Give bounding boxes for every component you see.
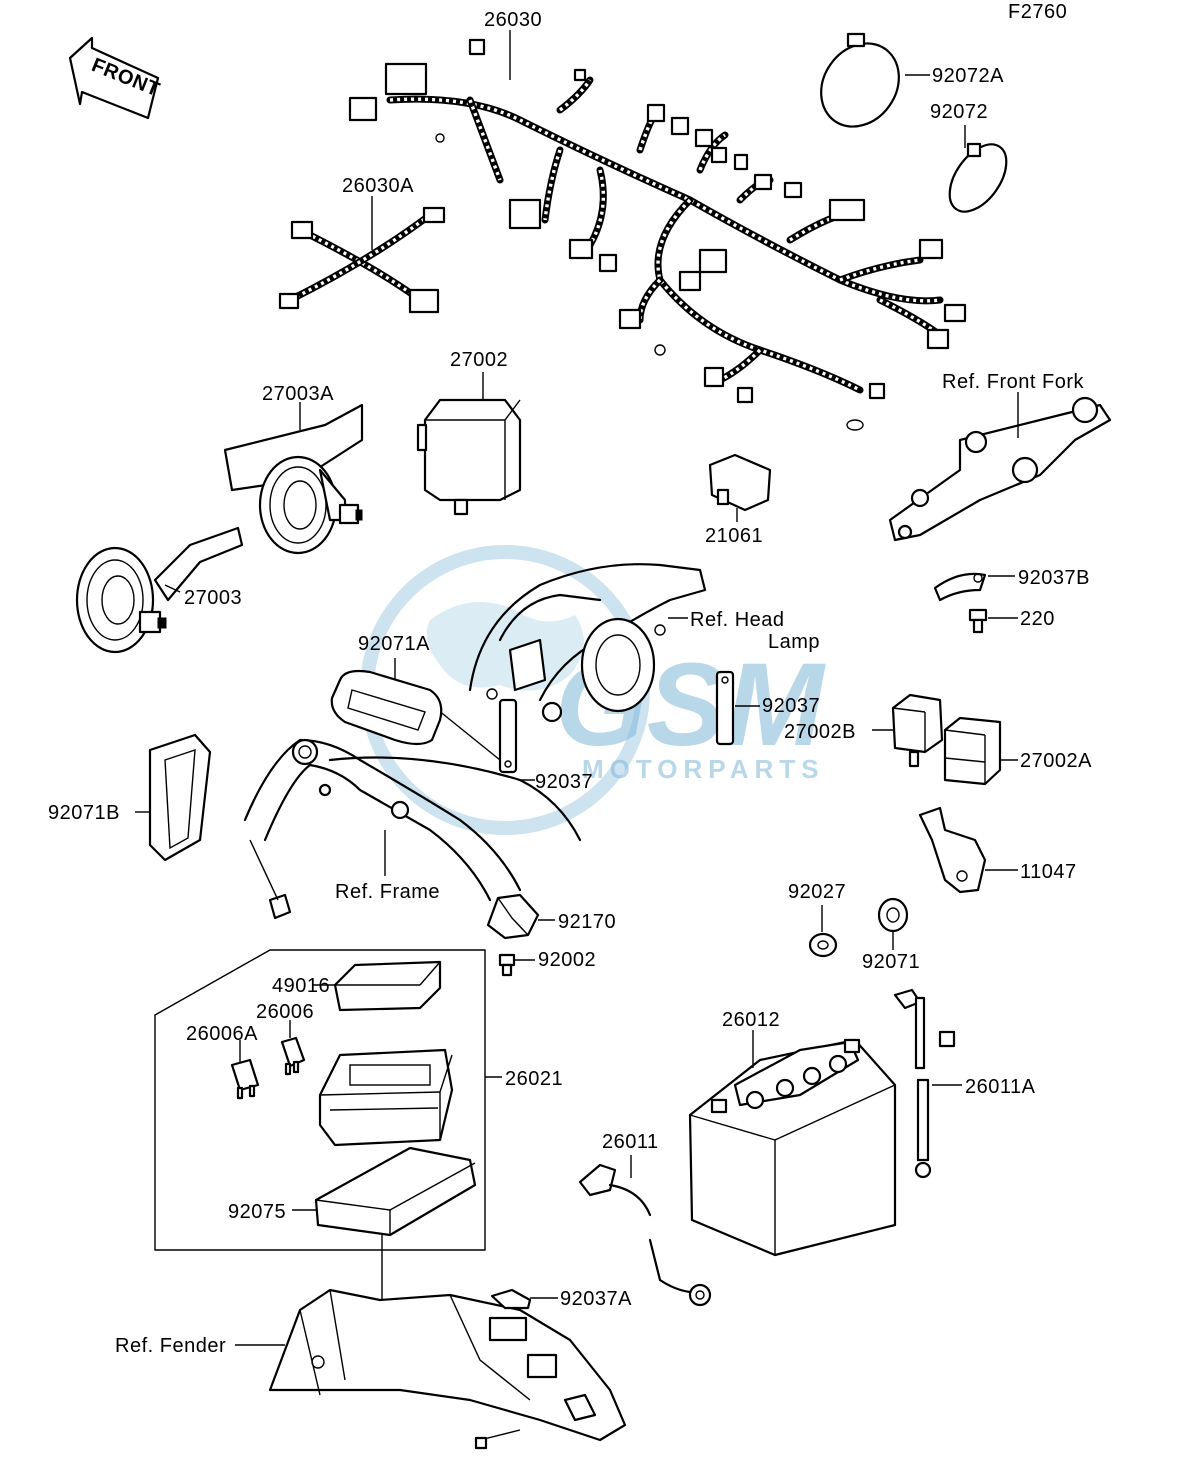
- label-92170: 92170: [558, 911, 616, 933]
- fuse-box-body: [318, 1048, 454, 1147]
- label-27002: 27002: [450, 349, 508, 371]
- ref-front-fork: Ref. Front Fork: [942, 371, 1084, 393]
- label-27003: 27003: [184, 587, 242, 609]
- front-arrow-icon: FRONT: [68, 36, 163, 120]
- relay-27002A: [943, 716, 1002, 786]
- bracket-92170: [486, 893, 540, 940]
- cable-26011: [578, 1163, 712, 1307]
- label-26030: 26030: [484, 9, 542, 31]
- cable-26011A: [893, 988, 956, 1179]
- label-92037-left: 92037: [535, 771, 593, 793]
- label-92071A: 92071A: [358, 633, 430, 655]
- cover-92071B: [148, 733, 212, 862]
- rear-fender: [268, 1288, 627, 1450]
- group-26021-outline: [154, 949, 486, 1251]
- label-26030A: 26030A: [342, 175, 414, 197]
- label-92037A: 92037A: [560, 1288, 632, 1310]
- label-92027: 92027: [788, 881, 846, 903]
- label-26006A: 26006A: [186, 1023, 258, 1045]
- diode-21061: [708, 453, 772, 512]
- ref-frame: Ref. Frame: [335, 881, 440, 903]
- label-27003A: 27003A: [262, 383, 334, 405]
- label-11047: 11047: [1020, 861, 1077, 883]
- fuse-26006: [280, 1036, 306, 1076]
- label-92071: 92071: [862, 951, 920, 973]
- main-harness: [348, 38, 967, 431]
- bolt-92002: [498, 953, 516, 977]
- ref-head-lamp-2: Lamp: [768, 631, 820, 653]
- relay-27002: [416, 398, 522, 516]
- bracket-11047: [918, 806, 987, 894]
- clamp-92037A: [490, 1288, 532, 1310]
- cover-92075: [314, 1146, 477, 1237]
- label-92072A: 92072A: [932, 65, 1004, 87]
- label-26012: 26012: [722, 1009, 780, 1031]
- label-26006: 26006: [256, 1001, 314, 1023]
- relay-27002B: [891, 693, 944, 768]
- grommet-92071: [877, 897, 909, 933]
- label-92037-right: 92037: [762, 695, 820, 717]
- band-92072A: [820, 32, 900, 128]
- frame: [243, 738, 582, 920]
- label-26011A: 26011A: [965, 1076, 1036, 1098]
- headlamp-housing: [468, 563, 707, 723]
- label-92072: 92072: [930, 101, 988, 123]
- front-arrow-label: FRONT: [88, 54, 162, 101]
- sub-harness: [278, 206, 446, 314]
- label-26021: 26021: [505, 1068, 563, 1090]
- grommet-92071A: [330, 669, 443, 746]
- label-92071B: 92071B: [48, 802, 120, 824]
- fuse-26006A: [230, 1058, 260, 1100]
- battery-26012: [688, 1038, 897, 1257]
- strap-92037-right: [715, 670, 735, 746]
- label-92037B: 92037B: [1018, 567, 1090, 589]
- horn-27003: [75, 526, 244, 654]
- clamp-92037B: [933, 572, 987, 602]
- label-49016: 49016: [272, 975, 330, 997]
- label-27002B: 27002B: [784, 721, 856, 743]
- label-220: 220: [1020, 608, 1055, 630]
- ref-head-lamp-1: Ref. Head: [690, 609, 785, 631]
- label-92002: 92002: [538, 949, 596, 971]
- bolt-220: [968, 608, 988, 634]
- band-92072: [948, 142, 1008, 213]
- diagram-code: F2760: [1008, 1, 1067, 23]
- watermark-subtext: MOTORPARTS: [582, 754, 824, 784]
- label-21061: 21061: [705, 525, 763, 547]
- cover-49016: [333, 960, 442, 1012]
- label-27002A: 27002A: [1020, 750, 1092, 772]
- front-fork-bracket: [888, 396, 1112, 542]
- horn-27003A: [223, 403, 364, 555]
- ref-fender: Ref. Fender: [115, 1335, 226, 1357]
- strap-92037-left: [498, 698, 518, 774]
- label-92075: 92075: [228, 1201, 286, 1223]
- collar-92027: [808, 932, 838, 958]
- label-26011: 26011: [602, 1131, 659, 1153]
